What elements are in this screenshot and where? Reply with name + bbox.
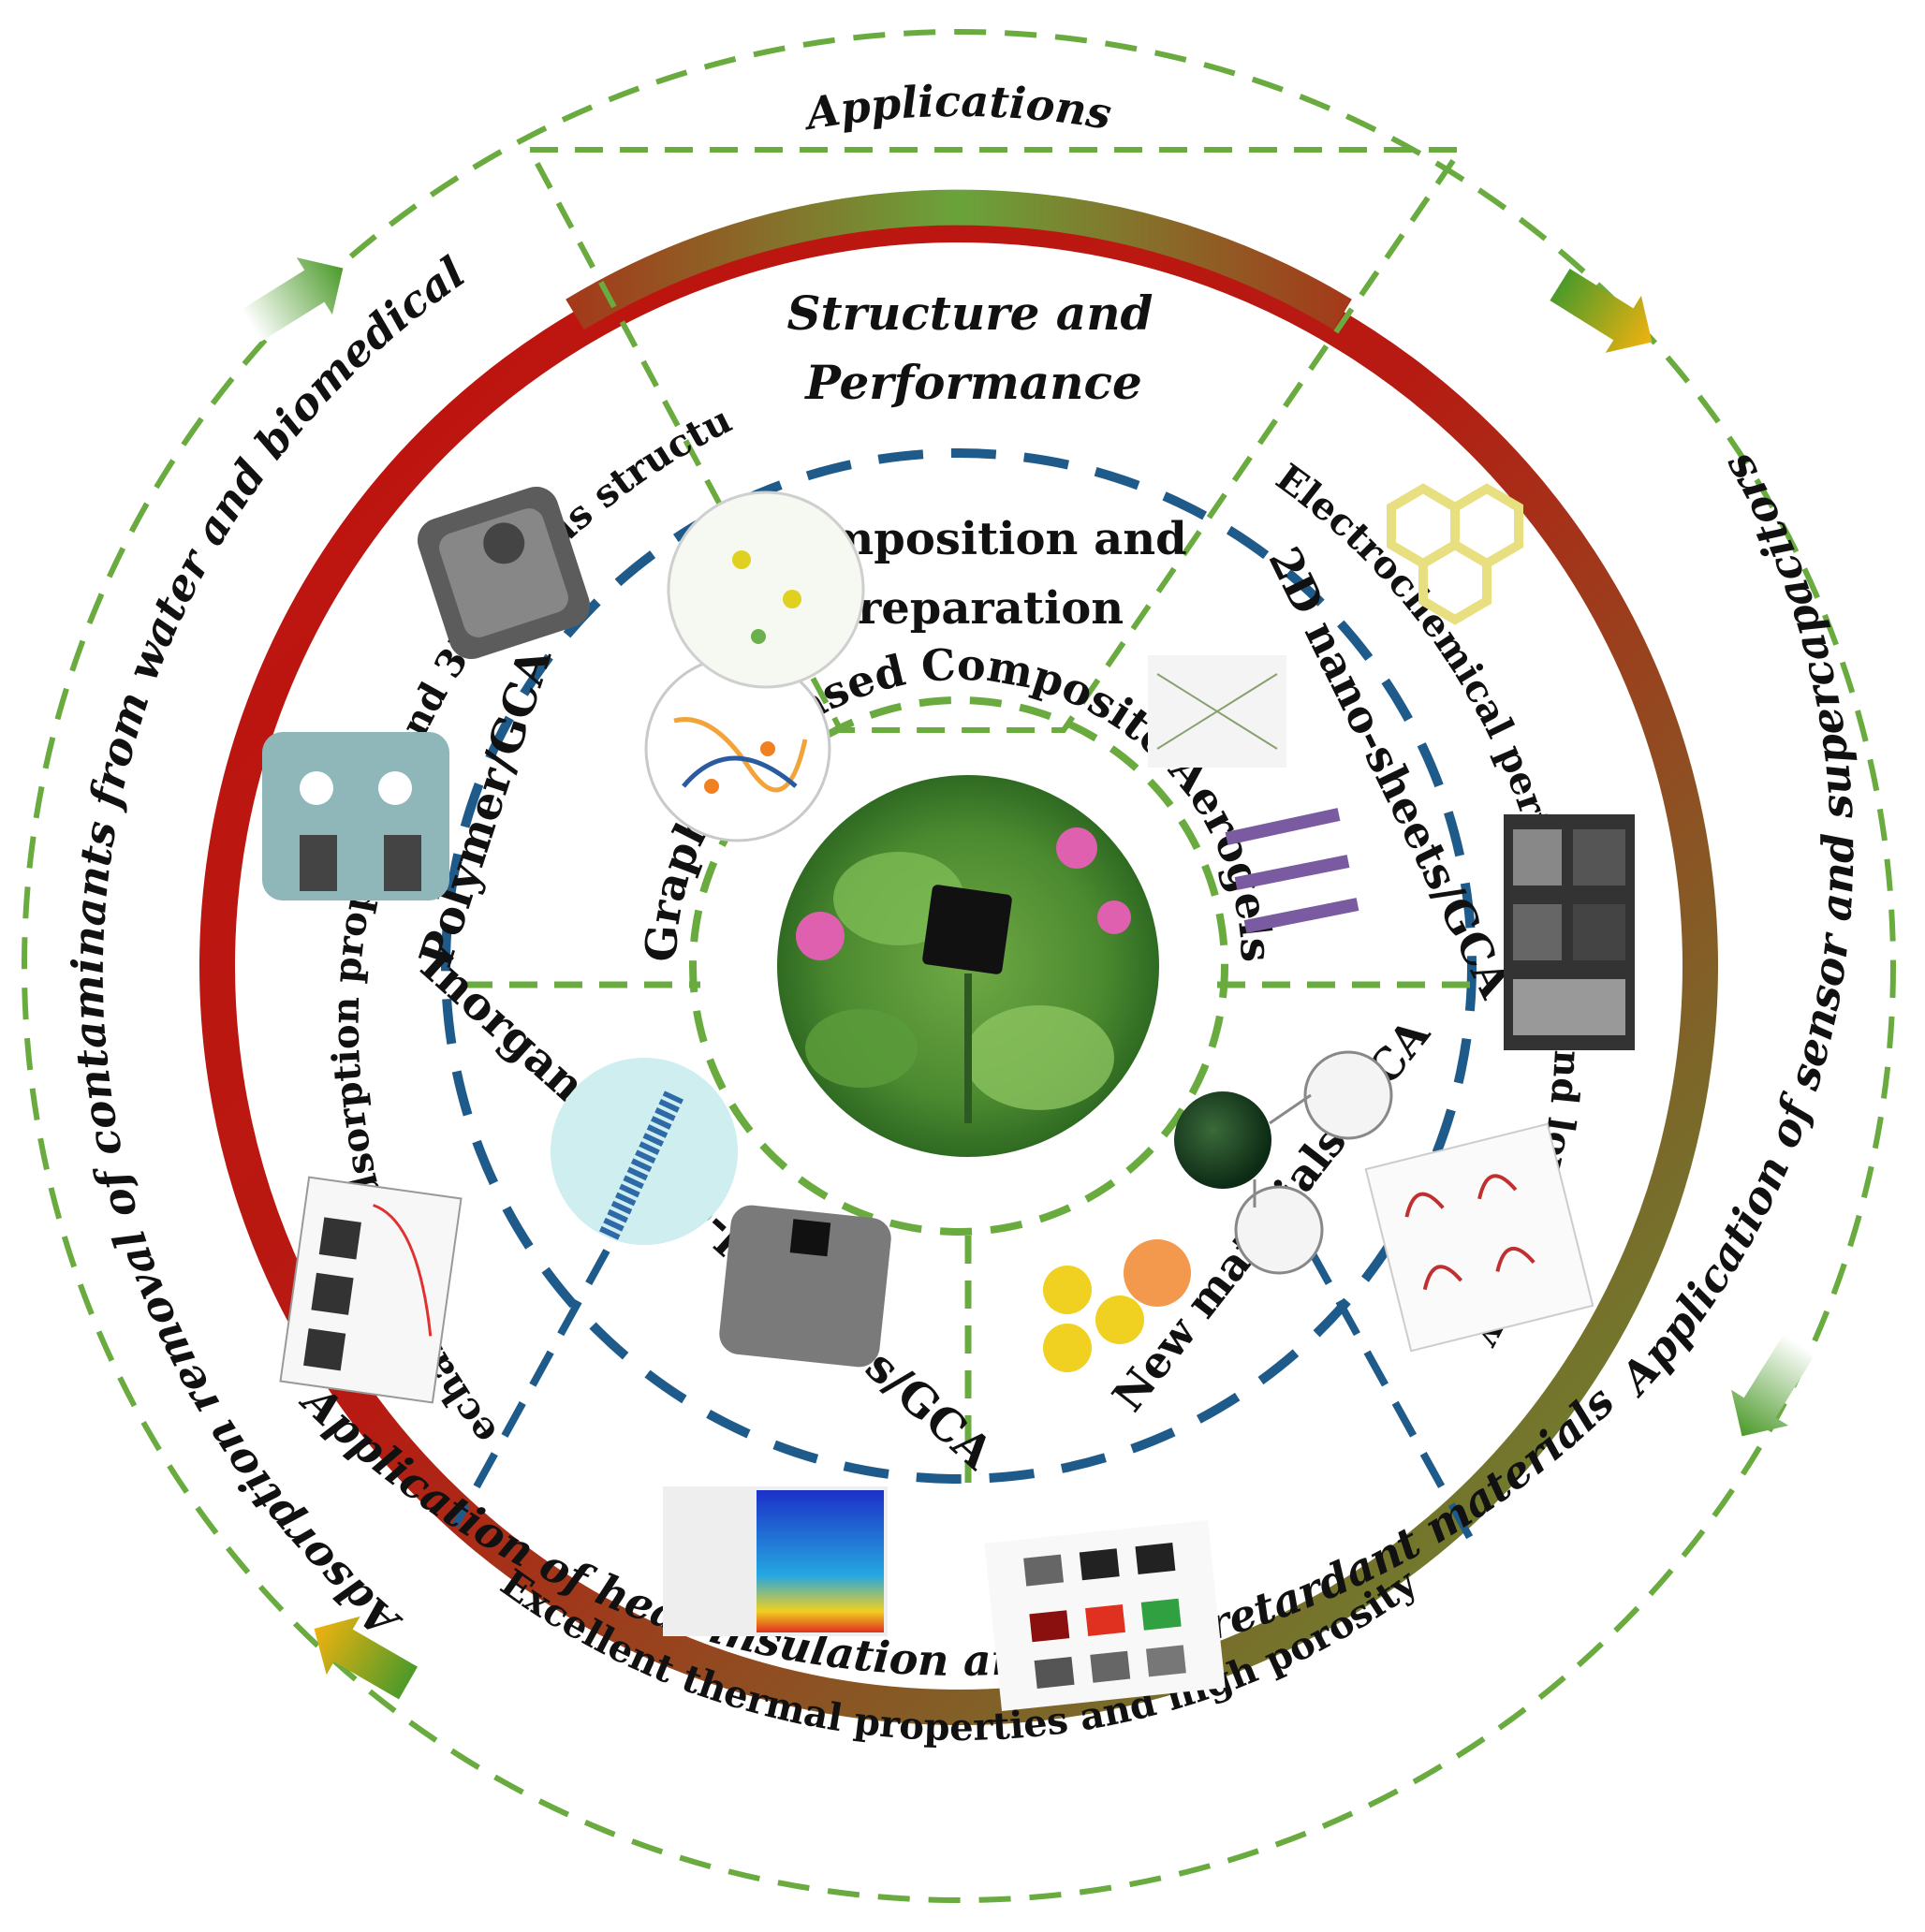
electrochemical-panel-image xyxy=(1504,814,1635,1050)
thermal-camera-image xyxy=(663,1486,888,1636)
mechanical-graph-image xyxy=(279,1176,463,1404)
cyclic-voltammetry-image xyxy=(1364,1122,1594,1353)
composition-line2: Preparation xyxy=(824,582,1124,635)
arrow-top-left-icon xyxy=(241,257,344,342)
applications-label: Applications xyxy=(799,76,1115,140)
mof-crystal-image xyxy=(1043,1239,1191,1372)
polymer-structure-image xyxy=(644,655,831,842)
graphene-lattice-image xyxy=(1148,655,1286,768)
polymer-molecule-image xyxy=(667,490,865,689)
arrow-top-right-icon xyxy=(1550,269,1653,353)
nanosheet-stack-image xyxy=(1225,808,1359,933)
arrow-bottom-right-icon xyxy=(1731,1334,1815,1437)
inner-dashed-ring xyxy=(689,696,1228,1236)
nanosheets-label: 2D nano-sheets/GCA xyxy=(1258,539,1521,1006)
composition-dashed-ring xyxy=(441,448,1477,1484)
structure-line2: Performance xyxy=(803,355,1142,410)
blue-divider-bottom-left xyxy=(451,1249,610,1528)
color-samples-image xyxy=(984,1519,1226,1712)
new-materials-sphere-image xyxy=(1174,1050,1393,1275)
outer-dashed-ring xyxy=(22,29,1896,1903)
arrow-bottom-left-icon xyxy=(314,1616,418,1700)
sem-porous-image xyxy=(417,486,591,660)
ring-top-segment xyxy=(566,189,1352,330)
sem-micro-image xyxy=(719,1205,891,1368)
structure-line1: Structure and xyxy=(786,285,1153,341)
honeycomb-image xyxy=(1387,483,1523,625)
center-photo xyxy=(777,775,1159,1157)
cell-photo-image xyxy=(262,732,449,900)
nanotube-image xyxy=(551,1058,738,1245)
